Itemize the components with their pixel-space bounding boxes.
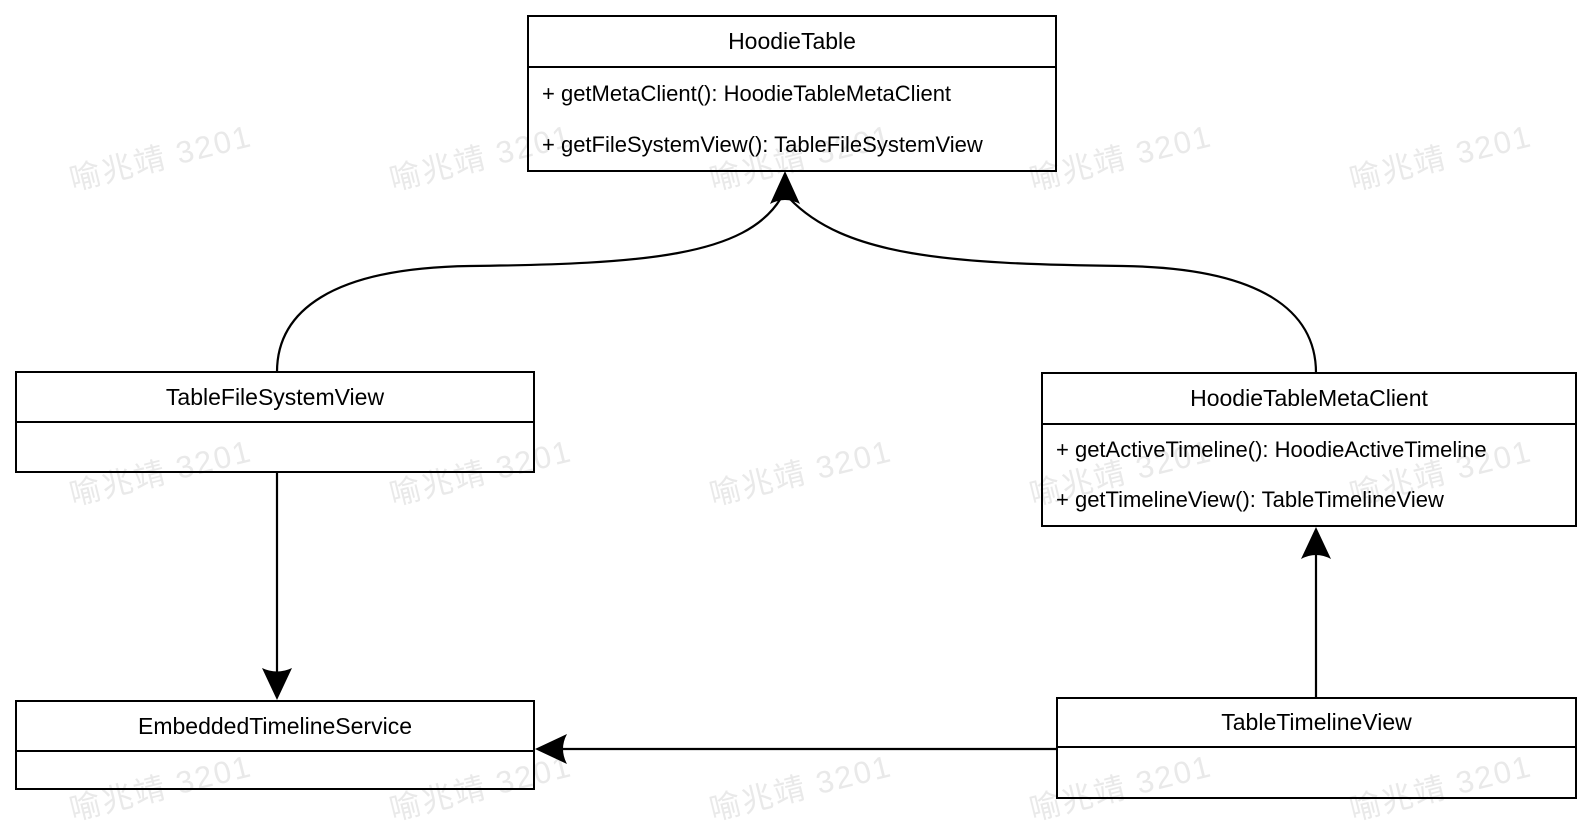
class-title-table-file-system-view: TableFileSystemView — [17, 373, 533, 423]
class-hoodie-table-meta-client: HoodieTableMetaClient + getActiveTimelin… — [1041, 372, 1577, 527]
method-get-meta-client: + getMetaClient(): HoodieTableMetaClient — [542, 80, 952, 106]
edge-tablefilesystemview-to-hoodietable — [275, 197, 782, 373]
class-title-hoodie-table: HoodieTable — [529, 17, 1055, 68]
class-table-file-system-view: TableFileSystemView — [15, 371, 535, 473]
arrowhead-up-hoodietable — [770, 171, 800, 204]
method-get-active-timeline: + getActiveTimeline(): HoodieActiveTimel… — [1056, 437, 1487, 462]
arrowhead-left-embeddedtimelineservice — [535, 734, 567, 764]
class-title-table-timeline-view: TableTimelineView — [1058, 699, 1575, 748]
arrowhead-down-embeddedtimelineservice — [262, 668, 292, 700]
class-title-embedded-timeline-service: EmbeddedTimelineService — [17, 702, 533, 752]
empty-compartment — [17, 423, 533, 471]
method-get-file-system-view: + getFileSystemView(): TableFileSystemVi… — [542, 131, 983, 157]
empty-compartment — [17, 752, 533, 788]
class-table-timeline-view: TableTimelineView — [1056, 697, 1577, 799]
empty-compartment — [1058, 748, 1575, 797]
method-get-timeline-view: + getTimelineView(): TableTimelineView — [1056, 487, 1444, 512]
class-title-hoodie-table-meta-client: HoodieTableMetaClient — [1043, 374, 1575, 425]
edge-hoodietablemetaclient-to-hoodietable — [788, 197, 1318, 374]
arrowhead-up-hoodietablemetaclient — [1301, 527, 1331, 559]
class-embedded-timeline-service: EmbeddedTimelineService — [15, 700, 535, 790]
class-hoodie-table: HoodieTable + getMetaClient(): HoodieTab… — [527, 15, 1057, 172]
